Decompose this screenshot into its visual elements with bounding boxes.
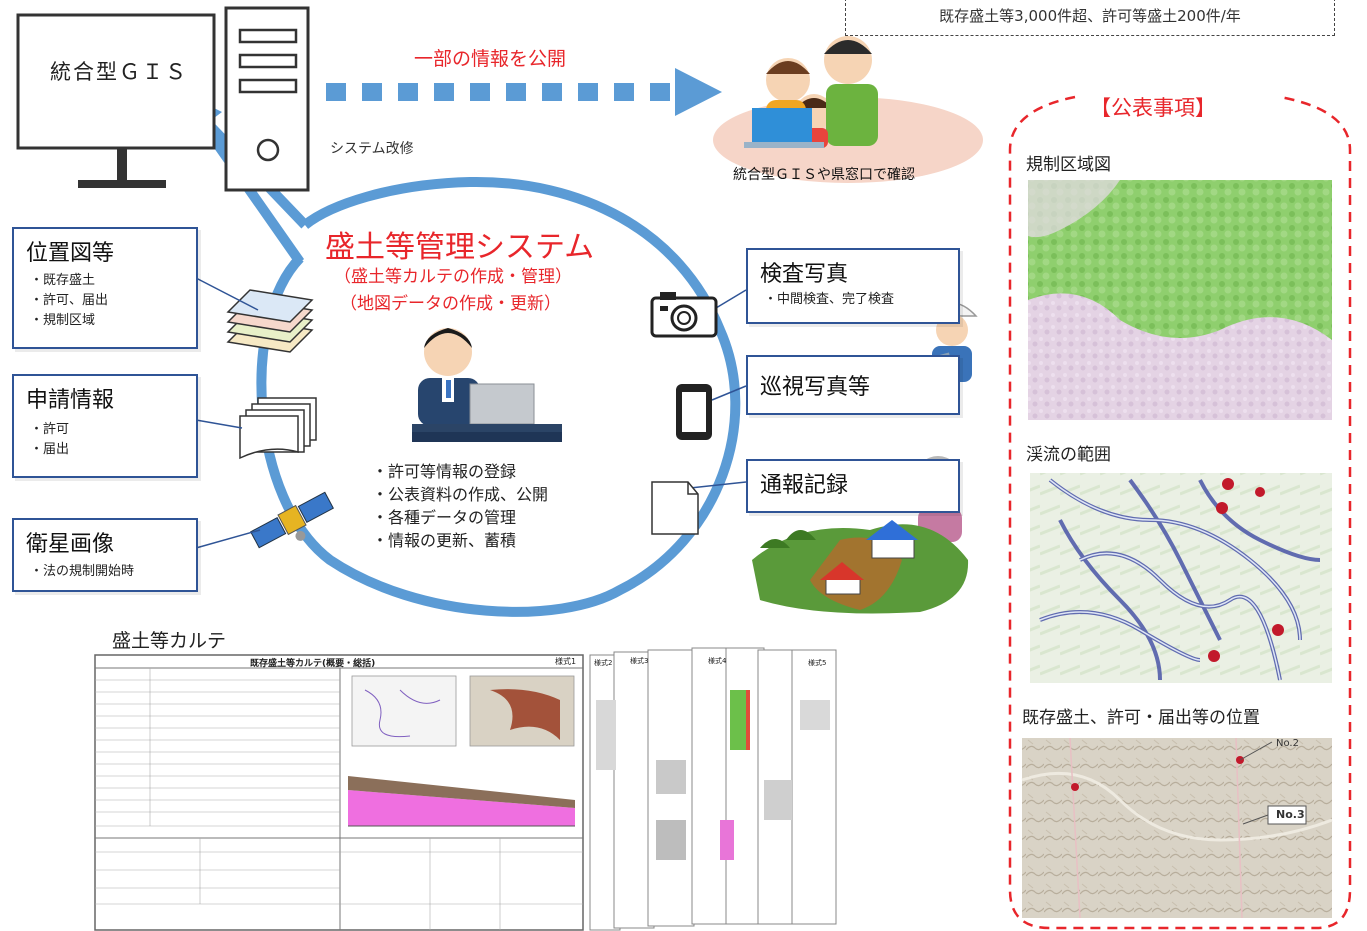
- system-modification-label: システム改修: [330, 141, 414, 157]
- photo-box-patrol: 巡視写真等: [746, 355, 960, 415]
- stream-map: [1030, 473, 1332, 683]
- statistics-note: 既存盛土等3,000件超、許可等盛土200件/年: [845, 0, 1335, 36]
- input-box-location-map: 位置図等 ・既存盛土 ・許可、届出 ・規制区域: [12, 227, 198, 349]
- public-items-frame: [1008, 95, 1352, 930]
- photo-box-report: 通報記録: [746, 459, 960, 513]
- karte-doc-title: 既存盛土等カルテ(概要・総括): [250, 659, 376, 669]
- report-paper-icon: [651, 481, 699, 535]
- input-box-application: 申請情報 ・許可 ・届出: [12, 374, 198, 478]
- publish-arrow: [326, 68, 722, 116]
- karte-page-mark: 様式4: [708, 657, 727, 665]
- monitor-icon: [16, 13, 216, 188]
- publish-label: 一部の情報を公開: [414, 48, 567, 70]
- input-box-item: ・届出: [30, 442, 70, 457]
- photo-box-title: 通報記録: [760, 473, 849, 498]
- system-title: 盛土等管理システム: [325, 230, 595, 265]
- task-item: ・各種データの管理: [372, 508, 517, 527]
- task-item: ・許可等情報の登録: [372, 462, 517, 481]
- system-subtitle-2: （地図データの作成・更新）: [340, 294, 561, 314]
- input-box-satellite: 衛星画像 ・法の規制開始時: [12, 518, 198, 592]
- pc-tower-icon: [224, 6, 310, 192]
- task-item: ・公表資料の作成、公開: [372, 485, 549, 504]
- office-worker-illustration: [412, 328, 562, 442]
- public-item-label: 規制区域図: [1026, 155, 1111, 175]
- karte-label: 盛土等カルテ: [112, 630, 227, 652]
- camera-icon: [650, 292, 718, 338]
- input-box-title: 位置図等: [26, 241, 115, 266]
- confirm-label: 統合型ＧＩＳや県窓口で確認: [733, 167, 915, 183]
- gis-label: 統合型ＧＩＳ: [50, 60, 188, 84]
- input-box-item: ・規制区域: [30, 313, 96, 328]
- photo-box-title: 巡視写真等: [760, 375, 871, 400]
- photo-box-title: 検査写真: [760, 262, 849, 287]
- smartphone-icon: [676, 384, 712, 440]
- system-subtitle-1: （盛土等カルテの作成・管理）: [334, 267, 572, 287]
- location-map: [1021, 737, 1333, 919]
- system-ring: [256, 176, 741, 617]
- input-box-item: ・許可、届出: [30, 293, 109, 308]
- input-box-item: ・法の規制開始時: [30, 564, 135, 579]
- karte-page-mark: 様式5: [808, 659, 827, 667]
- task-item: ・情報の更新、蓄積: [372, 531, 517, 550]
- photo-box-inspection: 検査写真 ・中間検査、完了検査: [746, 248, 960, 324]
- satellite-icon: [250, 491, 334, 549]
- karte-page-mark: 様式1: [555, 657, 577, 666]
- public-item-label: 既存盛土、許可・届出等の位置: [1022, 708, 1260, 728]
- statistics-note-text: 既存盛土等3,000件超、許可等盛土200件/年: [939, 7, 1241, 25]
- karte-pages: [94, 647, 837, 931]
- public-items-heading: 【公表事項】: [1090, 96, 1216, 120]
- map-marker-label: No.3: [1276, 808, 1305, 821]
- task-list: ・許可等情報の登録 ・公表資料の作成、公開 ・各種データの管理 ・情報の更新、蓄…: [372, 460, 548, 552]
- map-marker-label: No.2: [1276, 738, 1299, 749]
- regulation-map: [1028, 180, 1332, 420]
- karte-page-mark: 様式2: [594, 659, 613, 667]
- input-box-title: 衛星画像: [26, 532, 115, 557]
- family-illustration: [713, 36, 983, 183]
- documents-icon: [239, 397, 317, 460]
- karte-page-mark: 様式3: [630, 657, 649, 665]
- map-layers-icon: [226, 289, 314, 353]
- landslide-illustration: [752, 520, 969, 614]
- public-item-label: 渓流の範囲: [1026, 445, 1111, 465]
- input-box-item: ・既存盛土: [30, 273, 96, 288]
- input-box-title: 申請情報: [26, 388, 115, 413]
- photo-box-item: ・中間検査、完了検査: [764, 292, 895, 307]
- input-box-item: ・許可: [30, 422, 70, 437]
